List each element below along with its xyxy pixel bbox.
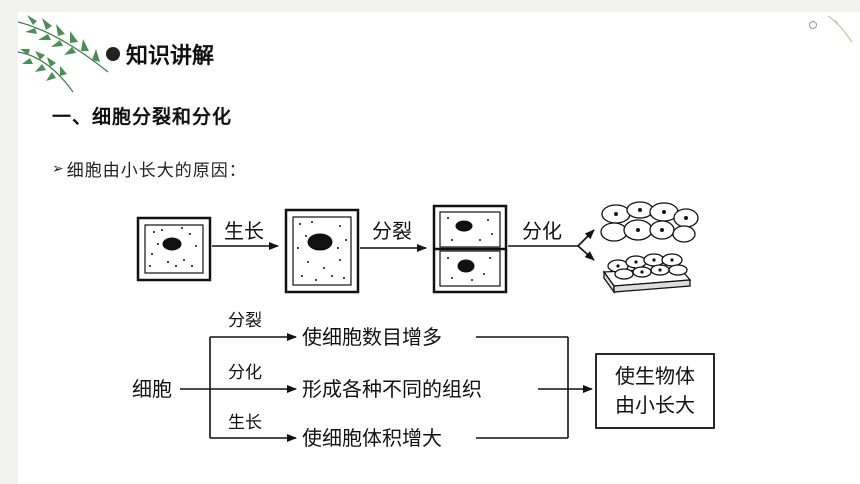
bullet-line: ➢ 细胞由小长大的原因： — [52, 156, 247, 182]
small-cell — [136, 216, 212, 282]
grown-cell — [284, 208, 360, 294]
outcome-line-1: 使生物体 — [615, 364, 695, 388]
layered-tissue — [602, 253, 692, 295]
corner-decoration — [809, 15, 853, 43]
label-differentiate: 分化 — [522, 219, 562, 243]
outcome-line-2: 由小长大 — [615, 393, 695, 417]
flow-source: 细胞 — [132, 377, 172, 401]
divided-cells — [432, 204, 508, 294]
section-title: 知识讲解 — [106, 38, 214, 70]
branch-process-2: 分化 — [228, 363, 262, 383]
section-title-text: 知识讲解 — [126, 44, 215, 69]
bullet-dot-icon — [106, 47, 120, 61]
branch-result-1: 使细胞数目增多 — [302, 325, 442, 349]
lesson-heading: 一、细胞分裂和分化 — [52, 106, 233, 128]
cell-growth-diagram: 生长 分裂 分化 — [92, 182, 760, 458]
label-grow: 生长 — [224, 219, 264, 243]
outcome-box — [595, 353, 715, 429]
label-divide: 分裂 — [372, 219, 412, 243]
branch-process-1: 分裂 — [228, 311, 262, 331]
branch-result-2: 形成各种不同的组织 — [302, 377, 482, 401]
bullet-text: 细胞由小长大的原因： — [66, 161, 247, 181]
branch-result-3: 使细胞体积增大 — [302, 426, 442, 450]
leaf-decoration — [18, 15, 109, 93]
loose-tissue — [600, 201, 699, 243]
branch-process-3: 生长 — [228, 413, 262, 433]
arrow-bullet-icon: ➢ — [52, 160, 65, 177]
